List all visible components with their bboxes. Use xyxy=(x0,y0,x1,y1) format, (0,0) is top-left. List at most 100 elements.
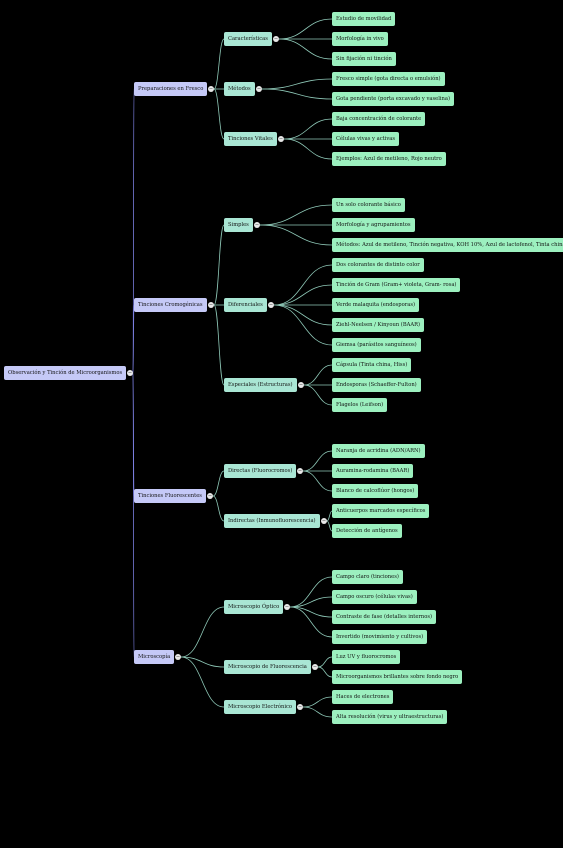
leaf-node[interactable]: Flagelos (Leifson) xyxy=(332,398,388,412)
leaf-link xyxy=(261,88,333,100)
group-node[interactable]: Simples xyxy=(224,218,253,232)
root-link xyxy=(132,304,135,374)
group-node[interactable]: Directas (Fluorocromos) xyxy=(224,464,297,478)
leaf-node[interactable]: Contraste de fase (detalles internos) xyxy=(332,610,437,624)
group-collapse-icon[interactable]: − xyxy=(321,518,327,524)
group-node[interactable]: Microscopio Electrónico xyxy=(224,700,297,714)
section-node[interactable]: Tinciones Cromogénicas xyxy=(134,298,207,312)
group-collapse-icon[interactable]: − xyxy=(278,136,284,142)
section-collapse-icon[interactable]: − xyxy=(175,654,181,660)
leaf-node[interactable]: Giemsa (parásitos sanguíneos) xyxy=(332,338,421,352)
group-collapse-icon[interactable]: − xyxy=(284,604,290,610)
leaf-node[interactable]: Haces de electrones xyxy=(332,690,394,704)
leaf-node[interactable]: Naranja de acridina (ADN/ARN) xyxy=(332,444,425,458)
section-node[interactable]: Microscopía xyxy=(134,650,175,664)
section-link xyxy=(180,656,225,668)
section-collapse-icon[interactable]: − xyxy=(208,86,214,92)
root-node[interactable]: Observación y Tinción de Microorganismos xyxy=(4,366,127,380)
leaf-node[interactable]: Ejemplos: Azul de metileno, Rojo neutro xyxy=(332,152,446,166)
group-node[interactable]: Microscopio Óptico xyxy=(224,600,284,614)
leaf-node[interactable]: Dos colorantes de distinto color xyxy=(332,258,424,272)
group-node[interactable]: Tinciones Vitales xyxy=(224,132,277,146)
section-collapse-icon[interactable]: − xyxy=(207,493,213,499)
group-node[interactable]: Características xyxy=(224,32,272,46)
leaf-node[interactable]: Alta resolución (virus y ultraestructura… xyxy=(332,710,448,724)
leaf-node[interactable]: Verde malaquita (endosporas) xyxy=(332,298,420,312)
leaf-node[interactable]: Métodos: Azul de metileno, Tinción negat… xyxy=(332,238,563,252)
leaf-node[interactable]: Cápsula (Tinta china, Hiss) xyxy=(332,358,412,372)
leaf-node[interactable]: Estudio de movilidad xyxy=(332,12,396,26)
group-collapse-icon[interactable]: − xyxy=(268,302,274,308)
leaf-link xyxy=(317,656,333,668)
leaf-link xyxy=(289,576,333,608)
section-collapse-icon[interactable]: − xyxy=(208,302,214,308)
leaf-link xyxy=(278,38,333,60)
section-link xyxy=(212,495,225,522)
group-node[interactable]: Diferenciales xyxy=(224,298,267,312)
leaf-node[interactable]: Ziehl-Neelsen / Kinyoun (BAAR) xyxy=(332,318,425,332)
leaf-node[interactable]: Anticuerpos marcados específicos xyxy=(332,504,430,518)
section-link xyxy=(213,38,225,90)
group-collapse-icon[interactable]: − xyxy=(273,36,279,42)
leaf-link xyxy=(283,138,333,160)
leaf-node[interactable]: Gota pendiente (porta excavado y vaselin… xyxy=(332,92,455,106)
leaf-node[interactable]: Invertido (movimiento y cultivos) xyxy=(332,630,428,644)
leaf-link xyxy=(302,470,333,492)
leaf-link xyxy=(259,224,333,246)
leaf-node[interactable]: Microorganismos brillantes sobre fondo n… xyxy=(332,670,463,684)
group-node[interactable]: Métodos xyxy=(224,82,255,96)
leaf-link xyxy=(326,510,333,522)
group-collapse-icon[interactable]: − xyxy=(297,704,303,710)
group-collapse-icon[interactable]: − xyxy=(297,468,303,474)
section-link xyxy=(213,88,225,140)
root-link xyxy=(132,372,135,658)
group-node[interactable]: Especiales (Estructuras) xyxy=(224,378,297,392)
group-collapse-icon[interactable]: − xyxy=(312,664,318,670)
leaf-link xyxy=(278,18,333,40)
leaf-link xyxy=(283,118,333,140)
leaf-node[interactable]: Fresco simple (gota directa o emulsión) xyxy=(332,72,445,86)
leaf-node[interactable]: Detección de antígenos xyxy=(332,524,402,538)
root-collapse-icon[interactable]: − xyxy=(127,370,133,376)
group-collapse-icon[interactable]: − xyxy=(298,382,304,388)
leaf-node[interactable]: Tinción de Gram (Gram+ violeta, Gram- ro… xyxy=(332,278,461,292)
leaf-link xyxy=(317,666,333,678)
leaf-link xyxy=(303,384,333,406)
section-link xyxy=(180,606,225,658)
leaf-link xyxy=(273,304,333,346)
leaf-link xyxy=(289,606,333,638)
leaf-node[interactable]: Un solo colorante básico xyxy=(332,198,405,212)
leaf-node[interactable]: Endosporas (Schaeffer-Fulton) xyxy=(332,378,421,392)
section-link xyxy=(213,224,225,306)
leaf-link xyxy=(302,450,333,472)
leaf-link xyxy=(302,696,333,708)
leaf-node[interactable]: Baja concentración de colorante xyxy=(332,112,426,126)
leaf-link xyxy=(273,284,333,306)
leaf-link xyxy=(259,204,333,226)
leaf-link xyxy=(273,304,333,326)
group-collapse-icon[interactable]: − xyxy=(254,222,260,228)
leaf-link xyxy=(326,520,333,532)
leaf-node[interactable]: Morfología in vivo xyxy=(332,32,388,46)
leaf-node[interactable]: Sin fijación ni tinción xyxy=(332,52,396,66)
leaf-node[interactable]: Campo oscuro (células vivas) xyxy=(332,590,417,604)
leaf-node[interactable]: Morfología y agrupamientos xyxy=(332,218,415,232)
group-node[interactable]: Microscopio de Fluorescencia xyxy=(224,660,311,674)
leaf-node[interactable]: Luz UV y fluorocromos xyxy=(332,650,401,664)
group-node[interactable]: Indirectas (Inmunofluorescencia) xyxy=(224,514,320,528)
leaf-link xyxy=(303,364,333,386)
section-link xyxy=(213,304,225,386)
leaf-link xyxy=(289,606,333,618)
leaf-node[interactable]: Blanco de calcoflúor (hongos) xyxy=(332,484,419,498)
section-link xyxy=(180,656,225,708)
section-node[interactable]: Tinciones Fluorescentes xyxy=(134,489,206,503)
leaf-node[interactable]: Células vivas y activas xyxy=(332,132,400,146)
leaf-node[interactable]: Auramina-rodamina (BAAR) xyxy=(332,464,414,478)
group-collapse-icon[interactable]: − xyxy=(256,86,262,92)
leaf-node[interactable]: Campo claro (tinciones) xyxy=(332,570,403,584)
leaf-link xyxy=(261,78,333,90)
leaf-link xyxy=(273,264,333,306)
leaf-link xyxy=(302,706,333,718)
section-node[interactable]: Preparaciones en Fresco xyxy=(134,82,208,96)
